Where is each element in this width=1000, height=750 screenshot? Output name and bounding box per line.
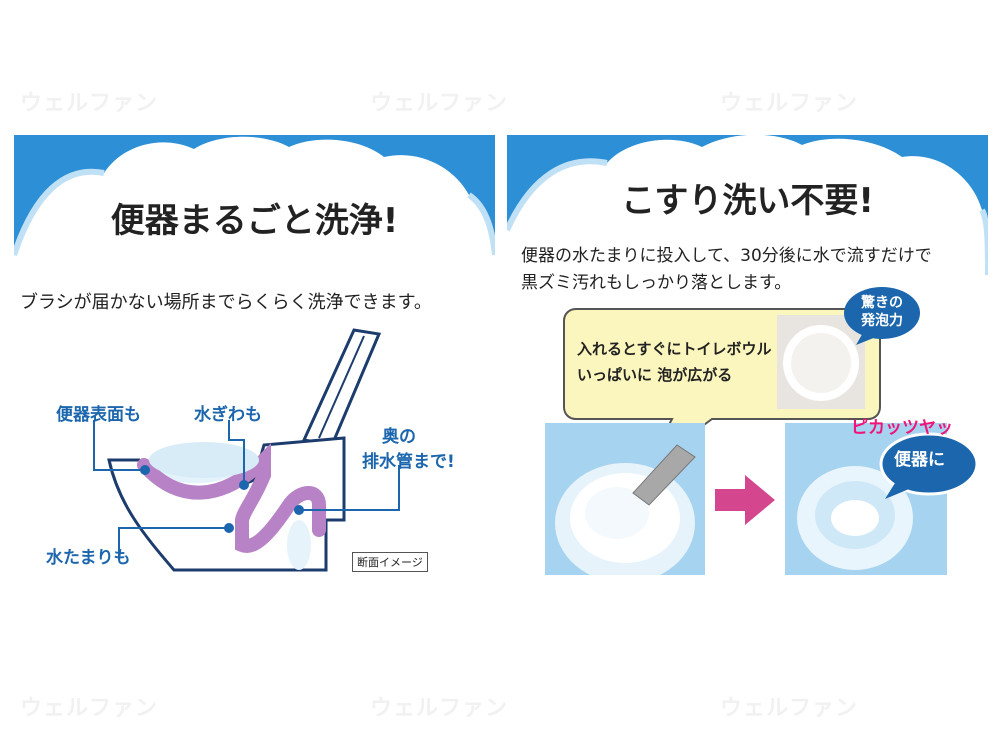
bubble-line2: いっぱいに 泡が広がる bbox=[577, 366, 733, 384]
result-line2: 便器に bbox=[894, 450, 945, 470]
cross-section-caption: 断面イメージ bbox=[352, 552, 428, 572]
left-title: 便器まるごと洗浄! bbox=[110, 201, 399, 241]
right-panel: こすり洗い不要! 便器の水たまりに投入して、30分後に水で流すだけで 黒ズミ汚れ… bbox=[507, 135, 988, 595]
right-description-line2: 黒ズミ汚れもしっかり落とします。 bbox=[521, 273, 792, 293]
result-bubble bbox=[879, 432, 979, 499]
toilet-cross-section bbox=[93, 328, 400, 572]
label-water-pool: 水たまりも bbox=[46, 548, 131, 568]
watermark: ウェルファン bbox=[20, 91, 159, 116]
watermark: ウェルファン bbox=[720, 696, 859, 721]
watermark: ウェルファン bbox=[720, 91, 859, 116]
foam-photo bbox=[777, 315, 865, 409]
left-subtitle: ブラシが届かない場所までらくらく洗浄できます。 bbox=[20, 292, 432, 313]
foaming-badge bbox=[844, 287, 920, 345]
label-water-ring: 水ぎわも bbox=[194, 405, 262, 425]
right-description-line1: 便器の水たまりに投入して、30分後に水で流すだけで bbox=[521, 246, 932, 266]
badge-line2: 発泡力 bbox=[861, 313, 903, 329]
label-drain-line2: 排水管まで! bbox=[362, 452, 455, 472]
sky-cloud-header bbox=[14, 135, 495, 275]
watermark: ウェルファン bbox=[20, 696, 159, 721]
arrow-right-icon bbox=[715, 475, 775, 525]
right-title: こすり洗い不要! bbox=[621, 181, 874, 221]
bubble-line1: 入れるとすぐにトイレボウル bbox=[577, 340, 772, 358]
watermark: ウェルファン bbox=[370, 91, 509, 116]
result-line1: ピカッツヤッ bbox=[851, 418, 953, 438]
left-panel: 便器まるごと洗浄! ブラシが届かない場所までらくらく洗浄できます。 便器表面も … bbox=[14, 135, 495, 595]
watermark: ウェルファン bbox=[370, 696, 509, 721]
toilet-foam-photo bbox=[545, 423, 705, 575]
label-bowl-surface: 便器表面も bbox=[56, 405, 141, 425]
sky-cloud-header bbox=[507, 135, 988, 275]
badge-line1: 驚きの bbox=[861, 295, 903, 311]
label-drain-line1: 奥の bbox=[382, 427, 416, 447]
